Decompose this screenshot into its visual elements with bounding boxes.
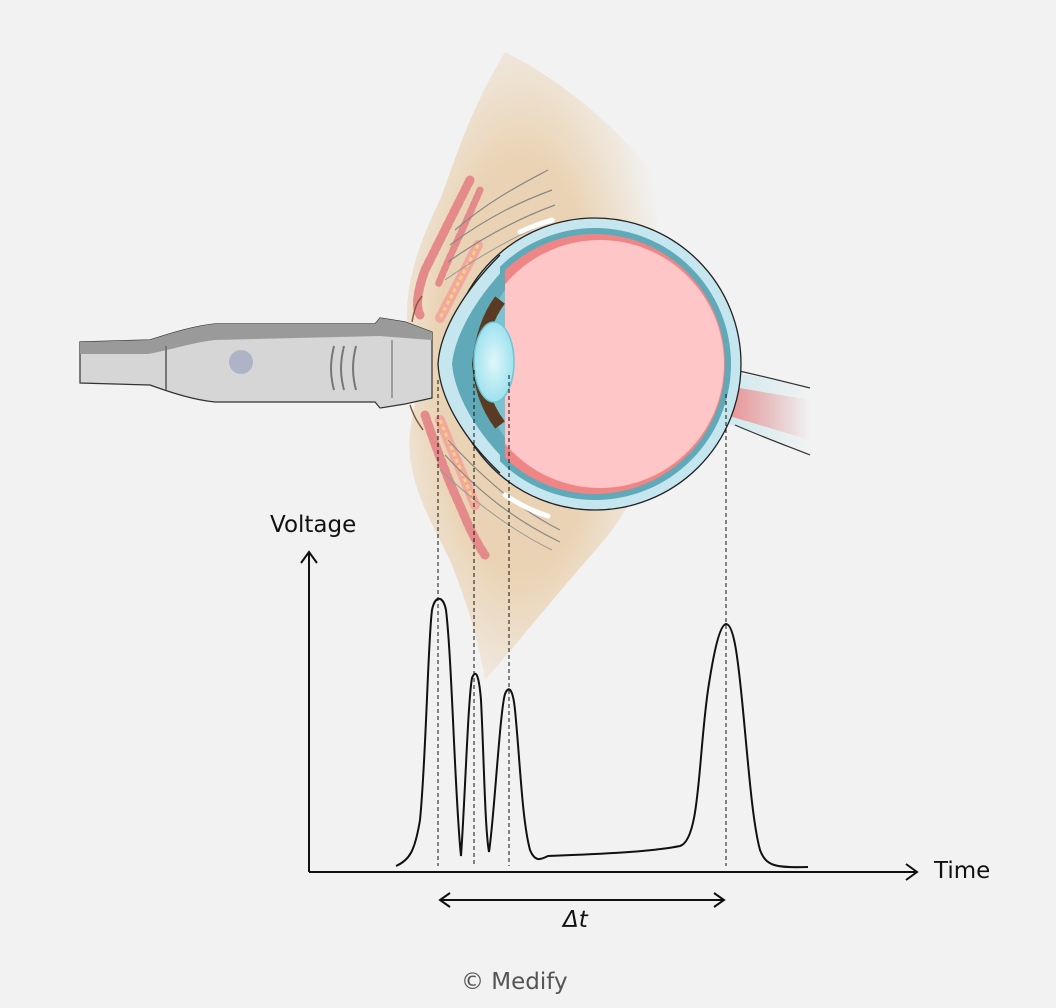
x-axis-label: Time bbox=[933, 858, 990, 884]
copyright-text: © Medify bbox=[461, 969, 568, 995]
optic-nerve bbox=[716, 369, 811, 456]
y-axis-arrow bbox=[300, 550, 318, 564]
interval-label: Δt bbox=[561, 907, 589, 933]
y-axis-label: Voltage bbox=[270, 512, 356, 538]
echo-signal-trace bbox=[395, 597, 809, 869]
lens bbox=[473, 321, 515, 403]
ultrasound-probe bbox=[79, 317, 433, 409]
axes bbox=[300, 550, 919, 881]
guide-lines bbox=[437, 370, 727, 866]
upper-eyelid-muscles bbox=[411, 169, 556, 323]
probe-indicator bbox=[229, 350, 253, 374]
interval-arrow bbox=[438, 892, 726, 908]
x-axis-arrow bbox=[905, 863, 919, 881]
eyeball bbox=[437, 217, 742, 511]
